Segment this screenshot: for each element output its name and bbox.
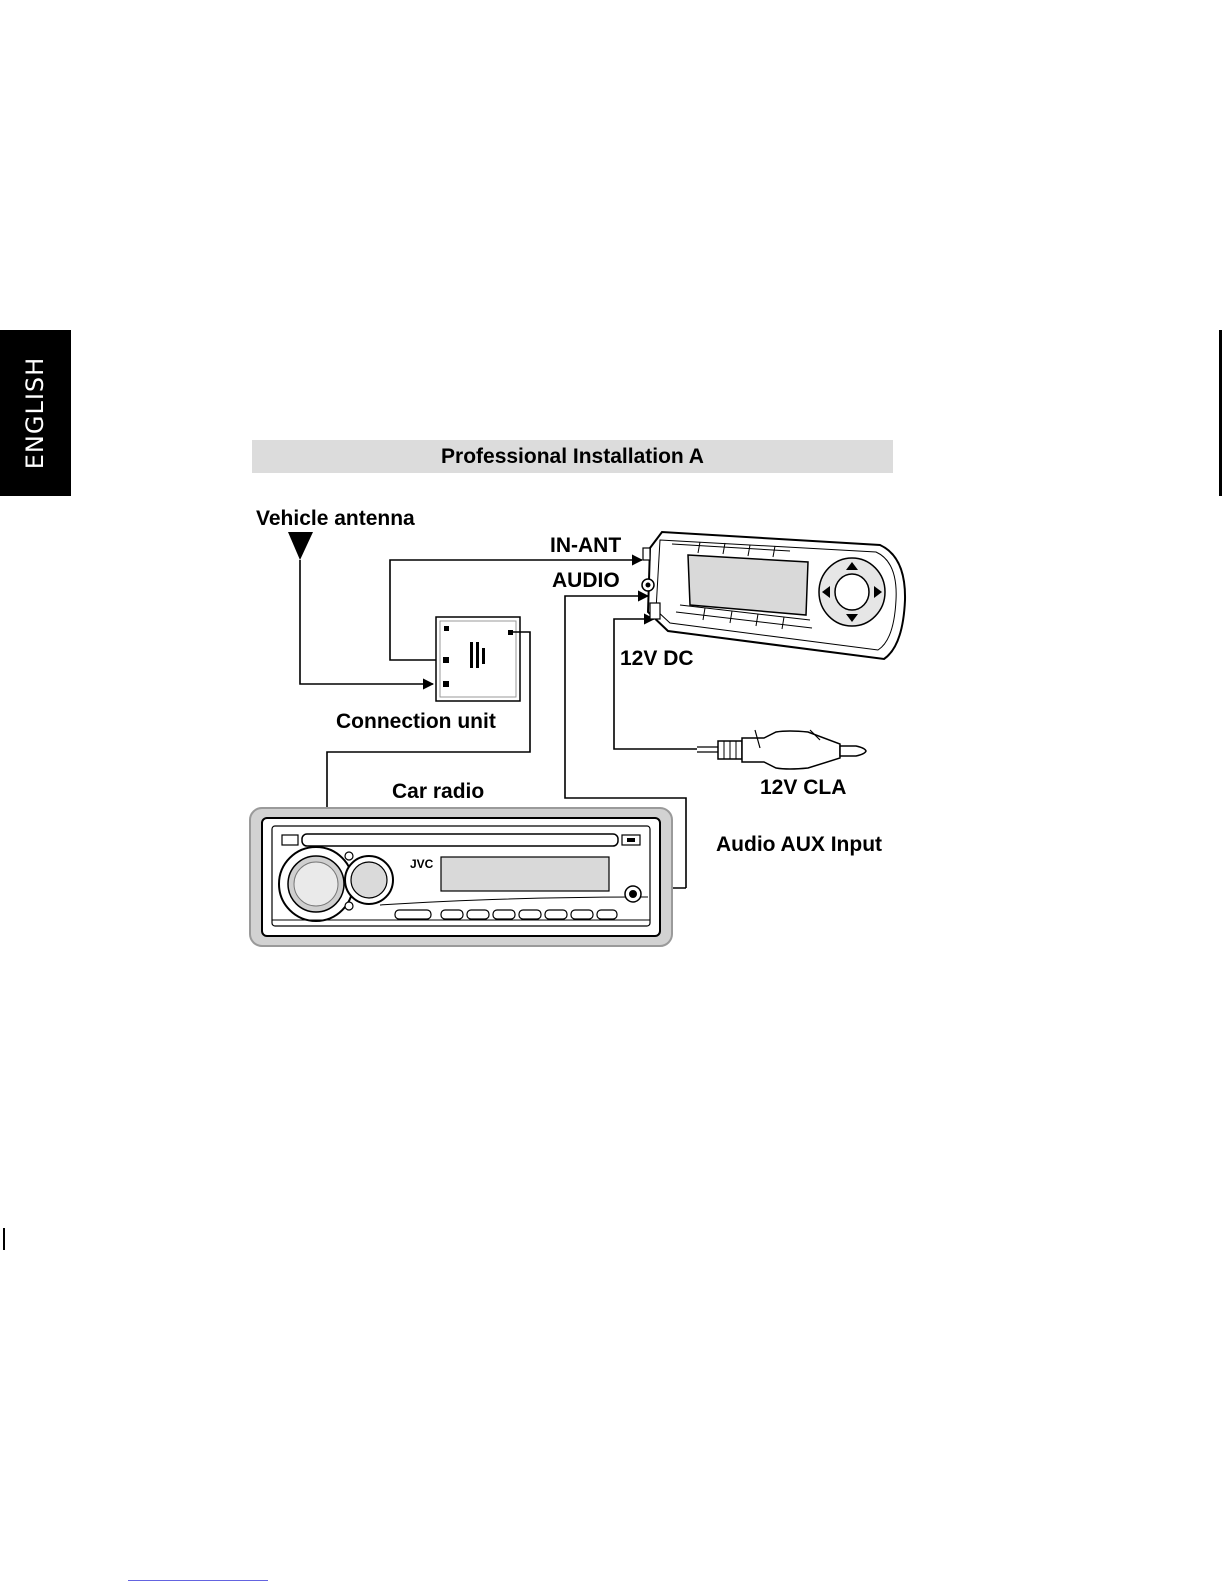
cla-label: 12V CLA [760, 776, 846, 799]
dc-label: 12V DC [620, 647, 694, 670]
vehicle-antenna-label: Vehicle antenna [256, 507, 415, 530]
cla-plug [697, 730, 866, 769]
connection-unit-label: Connection unit [336, 710, 496, 733]
car-radio-label: Car radio [392, 780, 484, 803]
connection-unit-box [436, 617, 520, 701]
aux-input-label: Audio AUX Input [716, 833, 882, 856]
in-ant-label: IN-ANT [550, 534, 621, 557]
antenna-to-connection-unit-line [300, 560, 433, 684]
antenna-icon [288, 532, 313, 560]
audio-label: AUDIO [552, 569, 620, 592]
jvc-logo: JVC [410, 857, 434, 871]
cla-to-dc-line [614, 619, 697, 749]
car-radio-unit: JVC [250, 808, 672, 946]
receiver-device [642, 532, 905, 659]
